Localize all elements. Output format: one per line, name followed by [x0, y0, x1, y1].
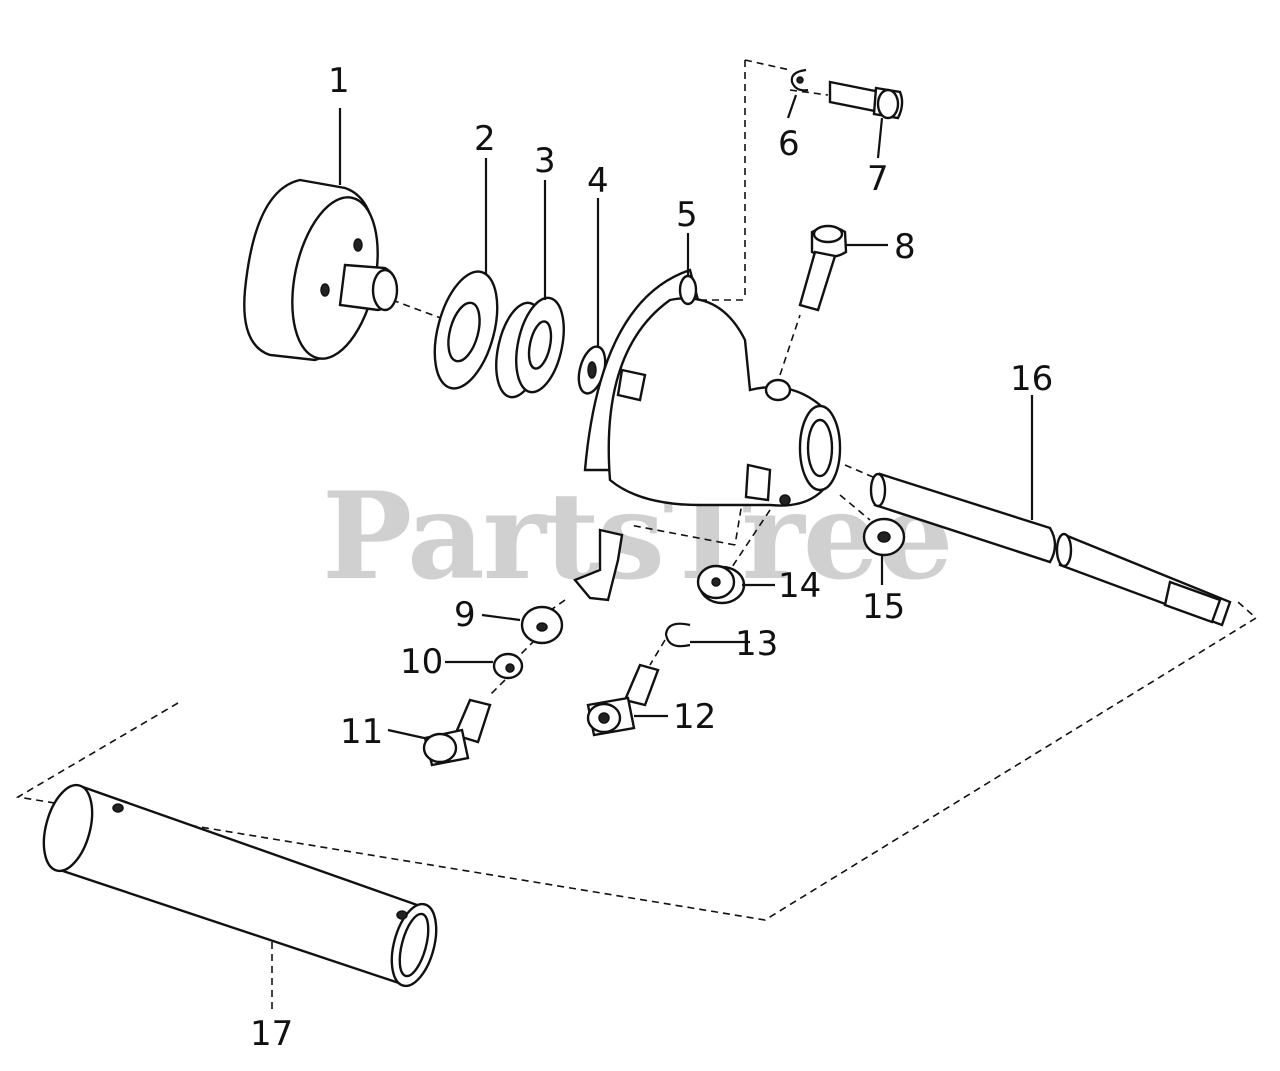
bolt-11-part: [422, 698, 492, 767]
gear-case-part: [583, 268, 842, 507]
callout-8[interactable]: 8: [894, 227, 916, 267]
bearing-part: [495, 296, 565, 399]
bolt-8-part: [798, 224, 848, 312]
leader-lines: [338, 94, 1034, 740]
callout-16[interactable]: 16: [1010, 359, 1053, 399]
axis-line: [729, 509, 771, 571]
callout-5[interactable]: 5: [676, 195, 698, 235]
clutch-drum-part: [243, 178, 399, 362]
callout-1[interactable]: 1: [328, 61, 350, 101]
clip-part: [790, 68, 809, 92]
bolt-7-part: [828, 80, 904, 120]
axis-line: [629, 524, 736, 546]
callout-14[interactable]: 14: [778, 566, 821, 606]
callout-3[interactable]: 3: [534, 141, 556, 181]
callout-2[interactable]: 2: [474, 119, 496, 159]
callout-4[interactable]: 4: [587, 161, 609, 201]
callout-9[interactable]: 9: [454, 595, 476, 635]
axis-line: [844, 464, 881, 481]
callout-13[interactable]: 13: [735, 624, 778, 664]
tube-part: [42, 783, 438, 988]
callout-15[interactable]: 15: [862, 587, 905, 627]
callout-10[interactable]: 10: [400, 642, 443, 682]
axis-line: [734, 484, 746, 546]
assembly-boundary: [15, 601, 1258, 921]
callout-7[interactable]: 7: [867, 159, 889, 199]
axis-line: [519, 639, 536, 656]
snap-ring-part: [664, 622, 691, 648]
washer-9-part: [520, 605, 564, 645]
spacer-part: [696, 564, 746, 605]
clip-10-part: [492, 652, 524, 680]
axis-line: [391, 299, 447, 321]
retaining-ring-part: [577, 345, 607, 395]
axis-line: [779, 314, 801, 376]
callout-17[interactable]: 17: [250, 1014, 293, 1054]
axis-line: [489, 679, 506, 696]
callouts: 1 2 3 4 5 6 7 8 9 10 11 12 13 14 15 16 1…: [250, 61, 1053, 1054]
callout-6[interactable]: 6: [778, 124, 800, 164]
axis-line: [649, 639, 666, 666]
axis-line: [744, 59, 791, 71]
axis-line: [789, 89, 829, 96]
washer-plate-part: [433, 270, 499, 390]
drive-shaft-part: [869, 472, 1232, 627]
bolt-12-part: [586, 663, 660, 737]
callout-11[interactable]: 11: [340, 712, 383, 752]
axis-line: [839, 494, 871, 521]
bracket-part: [573, 528, 624, 602]
callout-12[interactable]: 12: [673, 697, 716, 737]
washer-15-part: [862, 517, 906, 557]
